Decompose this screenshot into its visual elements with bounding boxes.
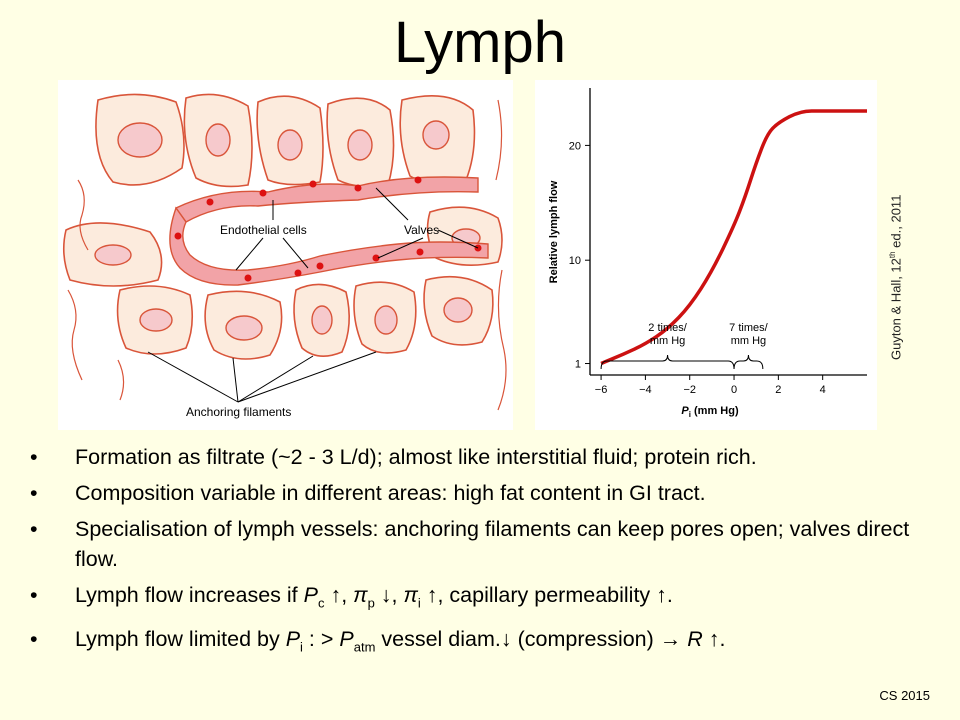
endothelial-cell: [169, 206, 489, 286]
y-tick-label: 10: [569, 255, 581, 267]
bullet-item: • Specialisation of lymph vessels: anchor…: [30, 514, 935, 574]
annotation-label: mm Hg: [650, 335, 685, 347]
x-axis-label: Pi (mm Hg): [681, 405, 739, 419]
annotation-brace: [600, 354, 735, 370]
lymph-capillary-diagram: Endothelial cells Valves Anchoring filam…: [58, 80, 513, 430]
bullet-text: P: [303, 583, 318, 607]
bullet-text: ↑.: [702, 627, 726, 652]
bullet-item: • Formation as filtrate (~2 - 3 L/d); alm…: [30, 442, 935, 472]
y-axis-label: Relative lymph flow: [548, 180, 560, 283]
bullet-text: π: [403, 583, 418, 607]
annotation-label: 2 times/: [648, 322, 687, 334]
label-endothelial-cells: Endothelial cells: [220, 223, 307, 237]
slide-title: Lymph: [394, 10, 566, 75]
label-anchoring-filaments: Anchoring filaments: [186, 405, 291, 419]
bullet-text: i: [417, 595, 421, 611]
annotation-brace: [733, 354, 764, 370]
bullet-text: Specialisation of lymph vessels: anchori…: [75, 517, 910, 571]
bullet-text: ↑,: [324, 583, 354, 607]
bullet-text: Formation as filtrate (~2 - 3 L/d); almo…: [75, 445, 757, 469]
x-tick-label: 0: [731, 384, 737, 396]
annotation-label: 7 times/: [729, 322, 768, 334]
bullet-list: • Formation as filtrate (~2 - 3 L/d); alm…: [30, 442, 935, 669]
annotation-label: mm Hg: [731, 335, 766, 347]
bullet-marker: •: [30, 481, 38, 505]
bullet-item: • Lymph flow limited by Pi : > Patm vesse…: [30, 624, 935, 662]
bullet-text: Lymph flow limited by: [75, 627, 286, 652]
bullet-text: atm: [353, 639, 376, 655]
bullet-text: P: [339, 627, 354, 652]
bullet-marker: •: [30, 445, 38, 469]
label-valves: Valves: [404, 223, 439, 237]
bullet-text: Composition variable in different areas:…: [75, 481, 706, 505]
bullet-text: P: [285, 627, 301, 652]
x-tick-label: −2: [683, 384, 696, 396]
y-tick-label: 1: [575, 359, 581, 371]
bullet-text: p: [367, 595, 375, 611]
bullet-text: i: [300, 639, 303, 655]
bullet-text: R: [687, 627, 703, 652]
bullet-marker: •: [30, 583, 38, 607]
bullet-text: c: [317, 595, 325, 611]
x-tick-label: −6: [595, 384, 608, 396]
y-tick-label: 20: [569, 140, 581, 152]
bullet-text: ↑, capillary permeability ↑.: [420, 583, 673, 607]
bullet-text: π: [353, 583, 368, 607]
bullet-text: ↓,: [374, 583, 404, 607]
bullet-item: •Lymph flow increases if Pc ↑, πp ↓, πi …: [30, 580, 935, 618]
source-credit: Guyton & Hall, 12th ed., 2011: [888, 194, 904, 360]
endothelial-cell: [174, 176, 479, 223]
x-tick-label: 2: [775, 384, 781, 396]
bullet-text: : >: [302, 627, 340, 652]
bullet-text: vessel diam.↓ (compression) →: [375, 627, 688, 652]
bullet-item: • Composition variable in different areas…: [30, 478, 935, 508]
footer-credit: CS 2015: [879, 688, 930, 703]
bullet-marker: •: [30, 627, 38, 652]
bullet-text: Lymph flow increases if: [75, 583, 304, 607]
x-tick-label: 4: [820, 384, 826, 396]
bullet-marker: •: [30, 517, 38, 541]
x-tick-label: −4: [639, 384, 652, 396]
lymph-flow-curve: [600, 109, 867, 366]
